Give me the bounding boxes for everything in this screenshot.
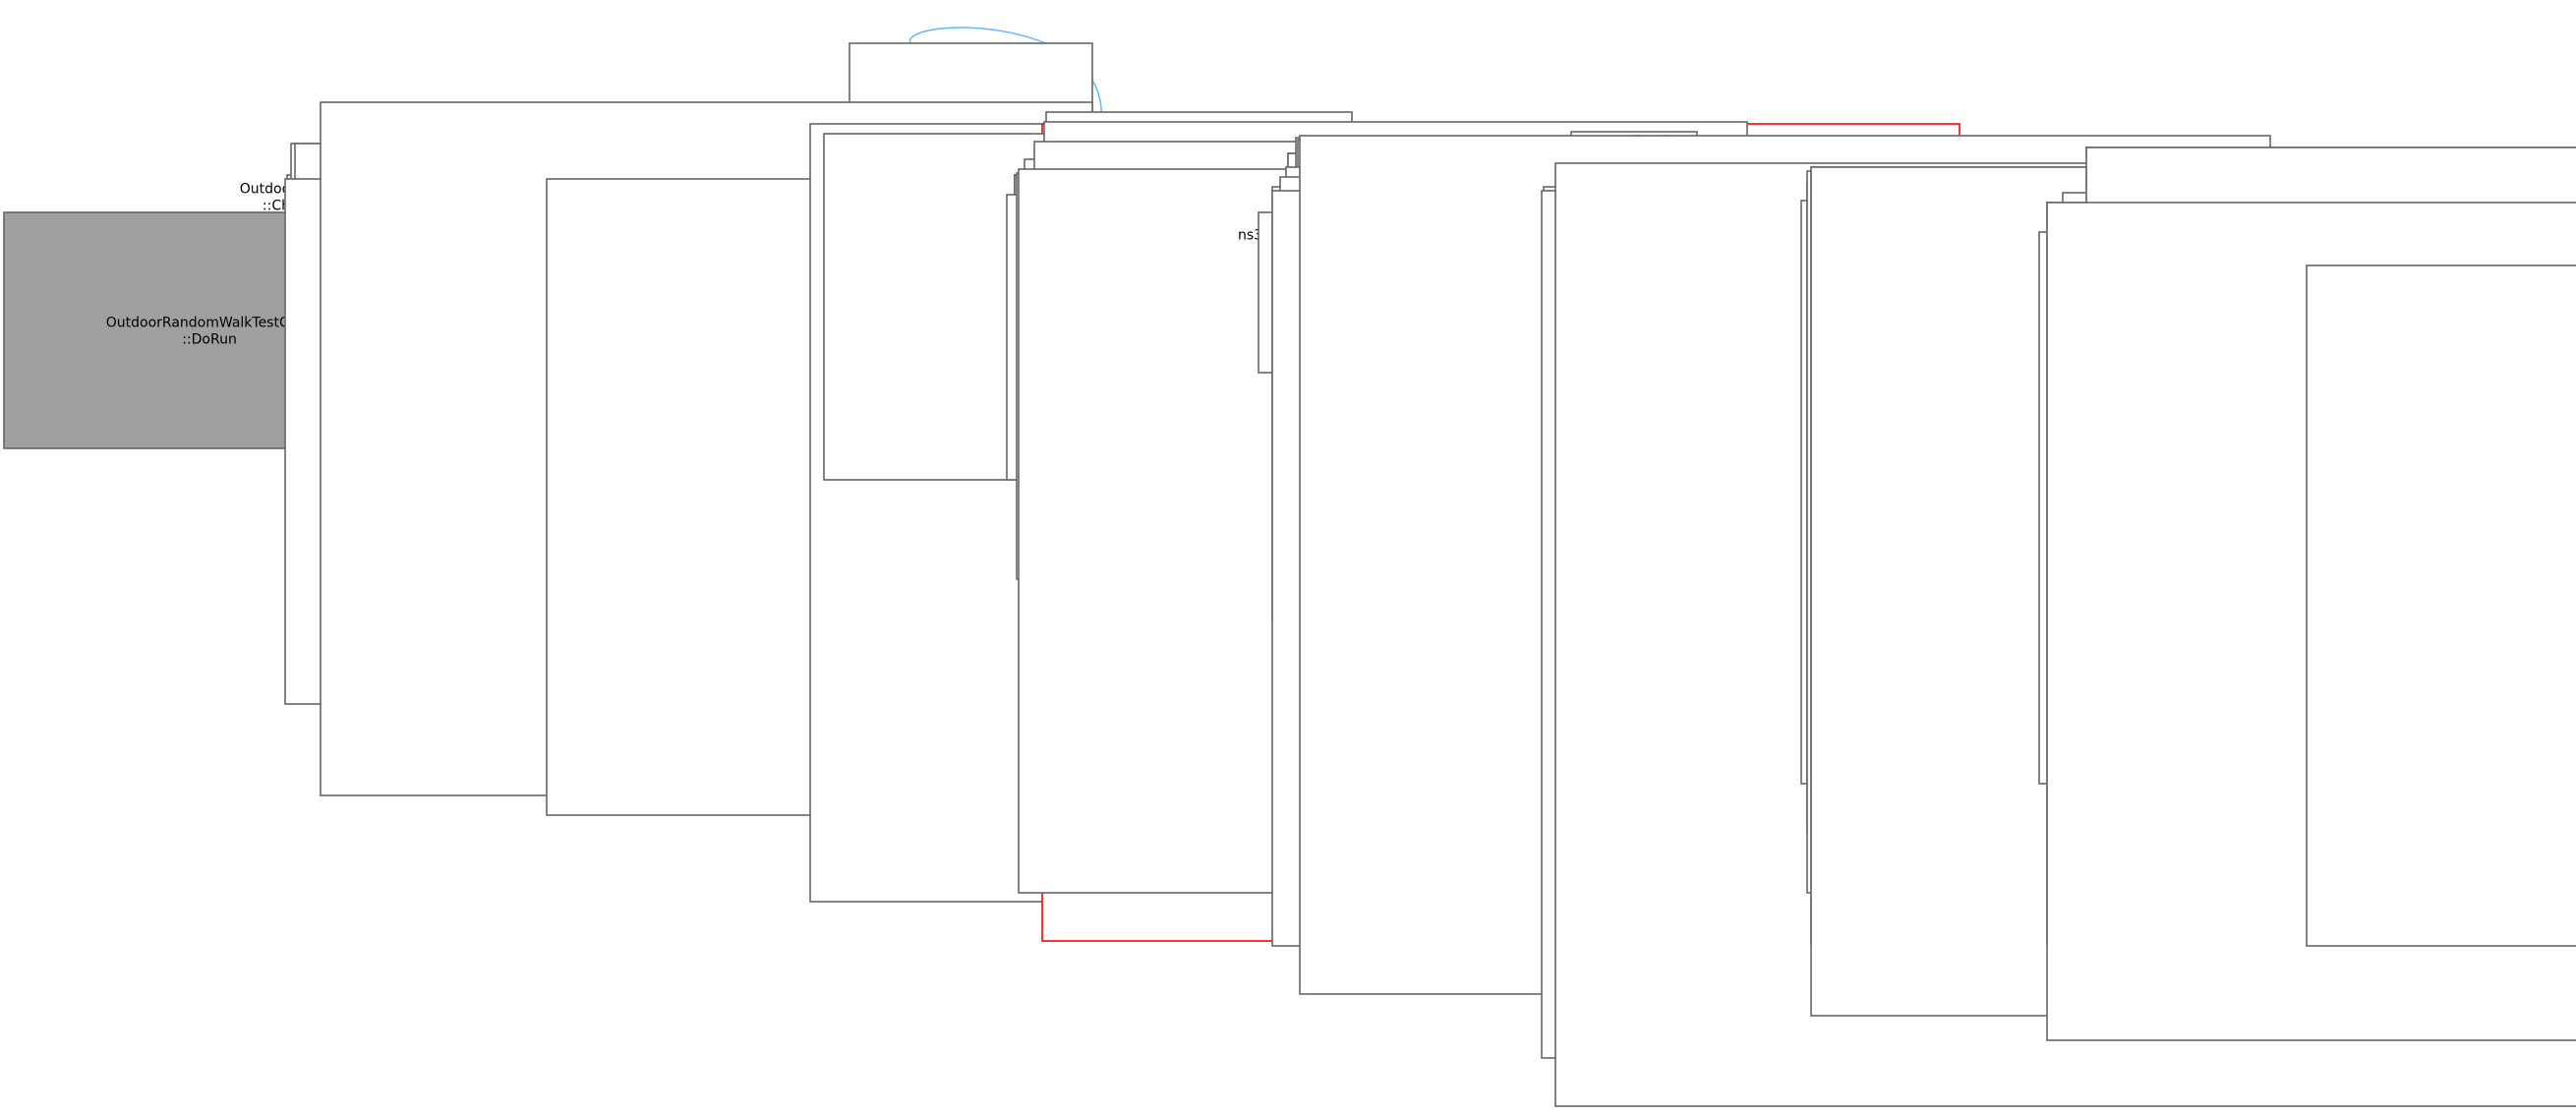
node-label: ::DoRun	[182, 332, 237, 348]
node-label: OutdoorRandomWalkTestCase	[106, 316, 313, 331]
edge-f-to-f	[908, 27, 1102, 154]
nodes: OutdoorRandomWalkTestCase::DoRunOutdoorR…	[3, 42, 2576, 1107]
node-iidm-lookup[interactable]: ns3::IidManager::LookupInformation	[2306, 264, 2576, 947]
